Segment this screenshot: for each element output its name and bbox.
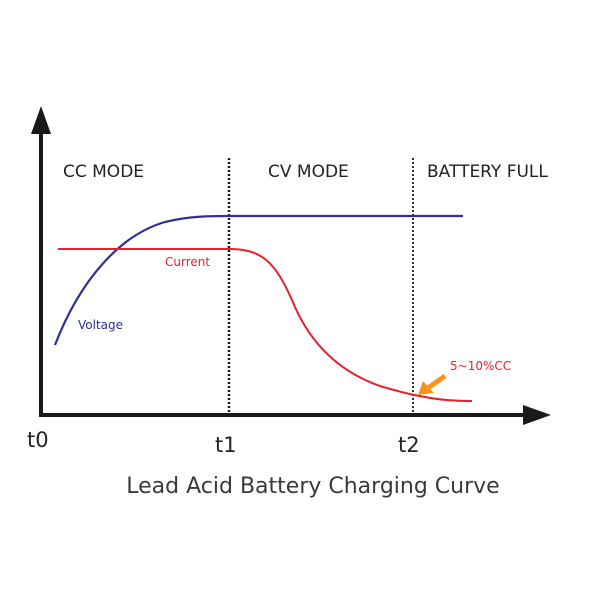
x-axis-arrow-icon — [523, 405, 551, 425]
battery-full-label: BATTERY FULL — [427, 162, 548, 182]
current-label: Current — [165, 255, 210, 269]
voltage-label: Voltage — [78, 318, 123, 332]
tick-t2: t2 — [398, 433, 420, 457]
chart-title: Lead Acid Battery Charging Curve — [126, 474, 499, 499]
current-line — [58, 248, 473, 402]
tick-t0: t0 — [27, 428, 49, 452]
cv-mode-label: CV MODE — [268, 162, 349, 182]
voltage-line — [53, 214, 463, 346]
cc-mode-label: CC MODE — [63, 162, 144, 182]
tick-t1: t1 — [215, 433, 237, 457]
annotation-arrow-icon — [418, 373, 447, 395]
annotation-label: 5~10%CC — [450, 359, 511, 373]
y-axis-arrow-icon — [31, 106, 51, 134]
